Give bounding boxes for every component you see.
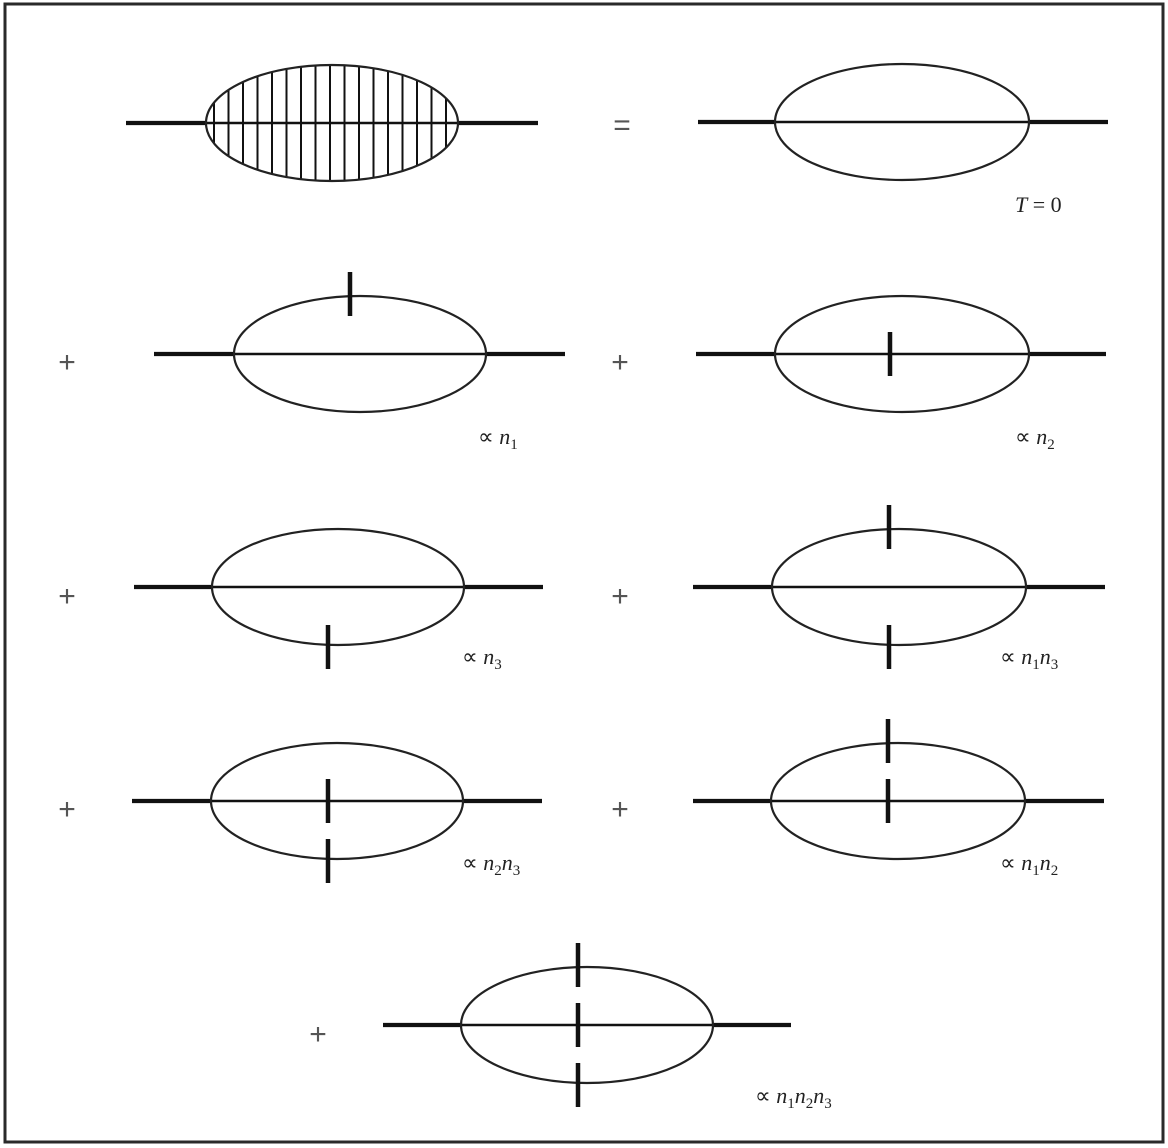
plus-sign: +: [611, 793, 629, 826]
term-n2: + ∝ n2: [611, 294, 1106, 453]
label-part: n: [776, 1083, 787, 1108]
plus-sign: +: [309, 1018, 327, 1051]
equals-sign: =: [613, 109, 631, 142]
blob-outline: [204, 63, 460, 183]
label-part: ∝: [478, 424, 499, 449]
label-part: ∝: [1000, 644, 1021, 669]
term-n3: + ∝ n3: [58, 527, 543, 673]
plus-sign: +: [58, 793, 76, 826]
label-part: 3: [513, 863, 521, 879]
label-part: 3: [824, 1096, 832, 1112]
loop-ellipse: [773, 294, 1031, 414]
term-label: ∝ n2n3: [462, 850, 520, 879]
expansion-terms: T = 0+∝ n1+∝ n2+∝ n3+∝ n1n3+∝ n2n3+∝ n1n…: [58, 62, 1108, 1112]
label-part: 2: [1047, 437, 1055, 453]
label-part: 1: [510, 437, 518, 453]
label-part: n: [1036, 424, 1047, 449]
term-label: ∝ n1n2n3: [755, 1083, 832, 1112]
loop-ellipse: [769, 741, 1027, 861]
label-part: ∝: [1015, 424, 1036, 449]
label-part: 3: [494, 657, 502, 673]
label-part: 2: [806, 1096, 814, 1112]
term-n1n2: +∝ n1n2: [611, 719, 1104, 879]
term-label: ∝ n1: [478, 424, 518, 453]
figure-frame: [3, 2, 1165, 1144]
term-n1n3: +∝ n1n3: [611, 505, 1105, 673]
label-part: n: [1040, 644, 1051, 669]
label-part: n: [1021, 644, 1032, 669]
label-part: ∝: [462, 644, 483, 669]
term-label: ∝ n3: [462, 644, 502, 673]
label-part: n: [483, 644, 494, 669]
plus-sign: +: [611, 346, 629, 379]
loop-ellipse: [459, 965, 715, 1085]
label-part: n: [483, 850, 494, 875]
term-n1: + ∝ n1: [58, 272, 565, 453]
term-t0: T = 0: [698, 62, 1108, 217]
label-part: ∝: [462, 850, 483, 875]
label-part: = 0: [1027, 192, 1061, 217]
plus-sign: +: [58, 346, 76, 379]
label-part: ∝: [1000, 850, 1021, 875]
label-part: ∝: [755, 1083, 776, 1108]
term-n1n2n3: +∝ n1n2n3: [309, 943, 832, 1112]
label-part: n: [813, 1083, 824, 1108]
label-part: 3: [1051, 657, 1059, 673]
term-label: T = 0: [1015, 192, 1062, 217]
label-part: T: [1015, 192, 1029, 217]
term-label: ∝ n1n3: [1000, 644, 1058, 673]
loop-ellipse: [773, 62, 1031, 182]
loop-ellipse: [770, 527, 1028, 647]
term-label: ∝ n1n2: [1000, 850, 1058, 879]
label-part: 2: [1051, 863, 1059, 879]
loop-ellipse: [210, 527, 466, 647]
label-part: 2: [494, 863, 502, 879]
plus-sign: +: [611, 580, 629, 613]
loop-ellipse: [209, 741, 465, 861]
label-part: n: [502, 850, 513, 875]
term-label: ∝ n2: [1015, 424, 1055, 453]
label-part: 1: [787, 1096, 795, 1112]
label-part: n: [1021, 850, 1032, 875]
hatched-blob-diagram: [126, 63, 538, 183]
label-part: n: [795, 1083, 806, 1108]
loop-ellipse: [232, 294, 488, 414]
label-part: 1: [1032, 657, 1040, 673]
label-part: n: [1040, 850, 1051, 875]
label-part: n: [499, 424, 510, 449]
term-n2n3: +∝ n2n3: [58, 741, 542, 883]
label-part: 1: [1032, 863, 1040, 879]
plus-sign: +: [58, 580, 76, 613]
